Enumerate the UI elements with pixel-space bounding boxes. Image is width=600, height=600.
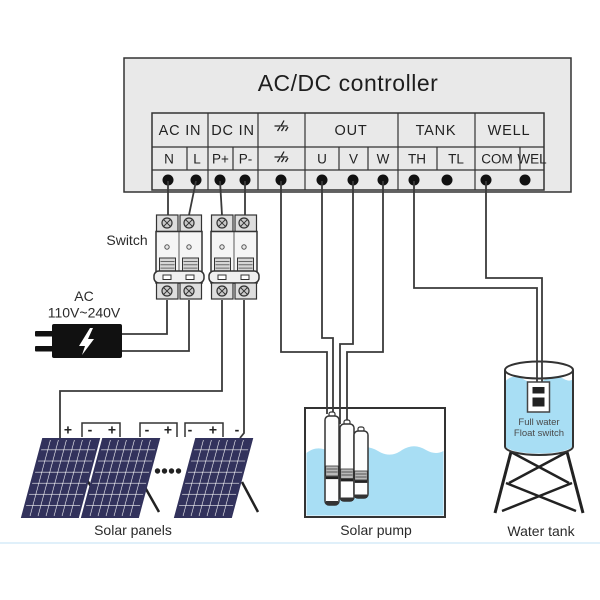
ac-supply-label-2: 110V~240V (48, 305, 121, 321)
panel-terminal-sign: - (235, 422, 240, 438)
float-switch-label-2: Float switch (514, 428, 564, 439)
wire-v (339, 181, 354, 424)
terminal-group-label-well: WELL (488, 123, 531, 139)
ac-supply-label-1: AC (74, 288, 93, 304)
solar-panels-caption: Solar panels (94, 522, 172, 538)
float-switch-label-1: Full water (518, 417, 559, 428)
submersible-pump-3 (353, 426, 369, 499)
float-switch: Full water Float switch (514, 381, 564, 439)
wire-ac-neutral (122, 300, 190, 352)
submersible-pump-1 (324, 411, 340, 506)
terminal-label-p-plus: P+ (212, 152, 229, 167)
wire-dc-plus (59, 300, 223, 438)
ac-breaker-switch (154, 215, 204, 299)
panel-terminal-sign: + (108, 422, 116, 438)
terminal-group-label-out: OUT (334, 123, 367, 139)
wire-com (485, 181, 543, 386)
dc-breaker-switch (209, 215, 259, 299)
terminal-label-tl: TL (448, 152, 464, 167)
terminal-label-v: V (349, 152, 358, 167)
ellipsis-dots (154, 468, 182, 474)
plug-prong (35, 346, 54, 352)
panel-terminal-sign: - (88, 422, 93, 438)
terminal-label-w: W (377, 152, 390, 167)
terminal-label-p-minus: P- (239, 152, 253, 167)
terminal-label-u: U (317, 152, 327, 167)
terminal-strip: AC IN DC IN OUT TANK WELL N L P+ P- U V … (151, 112, 547, 191)
wire-dc-minus (239, 300, 245, 439)
lightning-bolt-icon (79, 328, 94, 355)
wire-ac-live (122, 300, 168, 335)
wires (59, 180, 543, 439)
terminal-group-label-dc-in: DC IN (211, 123, 254, 139)
wire-p-plus (219, 180, 223, 216)
water-tank-caption: Water tank (507, 523, 575, 539)
solar-panel-2 (80, 438, 161, 518)
wire-l (188, 180, 197, 216)
terminal-label-l: L (193, 152, 201, 167)
switch-label: Switch (106, 232, 147, 248)
ac-plug: AC 110V~240V (35, 288, 122, 358)
controller-title: AC/DC controller (258, 70, 439, 96)
submersible-pumps (324, 411, 369, 506)
panel-terminal-sign: - (145, 422, 150, 438)
terminal-group-label-tank: TANK (416, 123, 457, 139)
wire-w (346, 181, 384, 430)
solar-panel-3 (173, 438, 254, 518)
panel-terminal-sign: - (188, 422, 193, 438)
wire-u (321, 181, 334, 417)
wire-earth (280, 181, 328, 414)
solar-pump-caption: Solar pump (340, 522, 412, 538)
panel-terminal-sign: + (209, 422, 217, 438)
panel-terminal-sign: + (164, 422, 172, 438)
solar-panel-array: + - + - + - + - (20, 422, 260, 518)
terminal-label-wel: WEL (517, 152, 547, 167)
terminal-label-th: TH (408, 152, 426, 167)
terminal-dots (162, 174, 531, 186)
series-jumpers (81, 422, 224, 437)
terminal-label-n: N (164, 152, 174, 167)
tank-tower (493, 447, 585, 514)
plug-prong (35, 331, 54, 337)
solar-panel-1 (20, 438, 101, 518)
submersible-pump-2 (339, 419, 355, 502)
tank-water (505, 376, 573, 454)
panel-terminal-sign: + (64, 422, 72, 438)
terminal-group-label-ac-in: AC IN (159, 123, 202, 139)
terminal-label-com: COM (481, 152, 513, 167)
wire-th (413, 181, 538, 386)
